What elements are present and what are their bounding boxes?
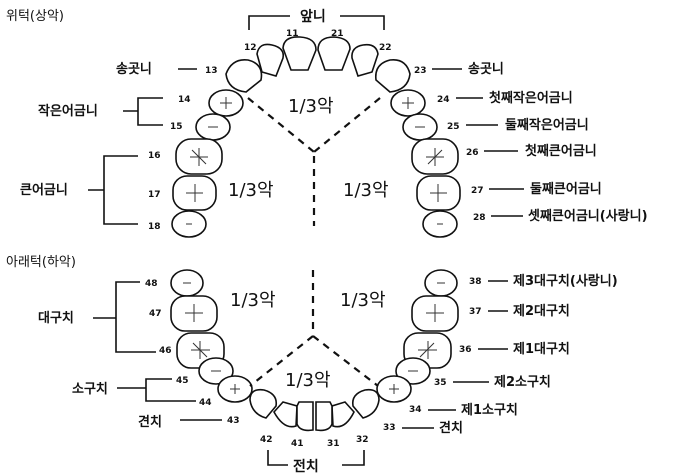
upper-front-bracket <box>248 15 385 30</box>
lower-third-label-right: 1/3악 <box>340 290 386 311</box>
tooth-number-41: 41 <box>291 439 304 449</box>
lower-jaw: 아래턱(하악) <box>6 255 618 475</box>
tooth-11 <box>282 36 317 71</box>
tooth-number-22: 22 <box>379 43 392 53</box>
label-first-premolar: 첫째작은어금니 <box>489 90 573 106</box>
tooth-number-24: 24 <box>437 95 450 105</box>
label-canine-lower-left: 견치 <box>439 420 463 436</box>
tooth-23 <box>374 58 411 93</box>
label-premolar: 소구치 <box>72 381 108 397</box>
label-second-premolar: 둘째작은어금니 <box>505 117 589 133</box>
tooth-number-11: 11 <box>286 29 299 39</box>
bracket-small-molar <box>123 97 163 126</box>
upper-jaw-title: 위턱(상악) <box>6 9 64 24</box>
lower-front-bracket <box>267 450 365 466</box>
label-m3: 제3대구치(사랑니) <box>513 273 618 289</box>
tooth-number-45: 45 <box>176 376 189 386</box>
tooth-number-27: 27 <box>471 186 484 196</box>
tooth-number-33: 33 <box>383 423 396 433</box>
tooth-42 <box>273 401 298 428</box>
upper-division-line-left <box>247 97 315 153</box>
tooth-number-47: 47 <box>149 309 162 319</box>
tooth-number-35: 35 <box>434 378 447 388</box>
upper-jaw: 위턱(상악) <box>6 9 648 238</box>
tooth-number-17: 17 <box>148 190 161 200</box>
label-canine-lower-right: 견치 <box>138 414 162 430</box>
tooth-number-31: 31 <box>327 439 340 449</box>
tooth-number-13: 13 <box>205 66 218 76</box>
tooth-21 <box>317 36 351 71</box>
lower-division-line-right <box>312 335 379 387</box>
tooth-number-21: 21 <box>331 29 344 39</box>
label-m2: 제2대구치 <box>513 303 570 319</box>
label-first-molar: 첫째큰어금니 <box>525 143 597 159</box>
lower-jaw-title: 아래턱(하악) <box>6 255 76 270</box>
label-third-molar: 셋째큰어금니(사랑니) <box>528 208 648 224</box>
tooth-32 <box>331 401 355 428</box>
upper-tooth-grooves <box>186 97 447 225</box>
upper-third-label-right: 1/3악 <box>343 180 389 201</box>
lower-third-label-front: 1/3악 <box>285 370 331 391</box>
tooth-43 <box>249 388 278 419</box>
label-small-molar: 작은어금니 <box>38 103 98 119</box>
label-pm1: 제1소구치 <box>461 402 518 418</box>
tooth-number-16: 16 <box>148 151 161 161</box>
tooth-number-18: 18 <box>148 222 161 232</box>
tooth-number-46: 46 <box>159 346 172 356</box>
tooth-12 <box>256 43 285 77</box>
upper-front-label: 앞니 <box>300 9 326 25</box>
tooth-number-23: 23 <box>414 66 427 76</box>
tooth-number-32: 32 <box>356 435 369 445</box>
tooth-number-36: 36 <box>459 345 472 355</box>
tooth-31 <box>315 401 333 432</box>
bracket-large-molar <box>88 155 138 225</box>
tooth-number-12: 12 <box>244 43 257 53</box>
tooth-number-43: 43 <box>227 416 240 426</box>
tooth-number-44: 44 <box>199 398 212 408</box>
upper-third-label-left: 1/3악 <box>228 180 274 201</box>
tooth-41 <box>296 401 314 432</box>
bracket-molar <box>93 281 156 353</box>
tooth-number-38: 38 <box>469 277 482 287</box>
label-second-molar: 둘째큰어금니 <box>530 181 602 197</box>
tooth-number-14: 14 <box>178 95 191 105</box>
tooth-22 <box>351 43 379 77</box>
tooth-33 <box>351 388 380 419</box>
tooth-number-25: 25 <box>447 122 460 132</box>
lower-division-line-left <box>249 335 314 387</box>
lower-tooth-grooves <box>183 282 445 394</box>
lower-third-label-left: 1/3악 <box>230 290 276 311</box>
label-pm2: 제2소구치 <box>494 374 551 390</box>
tooth-number-15: 15 <box>170 122 183 132</box>
lower-front-label: 전치 <box>293 458 319 475</box>
bracket-premolar <box>117 378 196 402</box>
label-molar: 대구치 <box>38 310 74 326</box>
label-canine-upper-left: 송곳니 <box>468 62 504 77</box>
tooth-number-28: 28 <box>473 213 486 223</box>
tooth-number-42: 42 <box>260 435 273 445</box>
label-m1: 제1대구치 <box>513 341 570 357</box>
upper-division-line-right <box>313 97 381 153</box>
tooth-number-26: 26 <box>466 148 479 158</box>
tooth-13 <box>225 58 263 93</box>
label-large-molar: 큰어금니 <box>20 182 68 198</box>
upper-third-label-front: 1/3악 <box>288 96 334 117</box>
tooth-number-34: 34 <box>409 405 422 415</box>
tooth-number-48: 48 <box>145 279 158 289</box>
tooth-number-37: 37 <box>469 307 482 317</box>
label-canine-upper-right: 송곳니 <box>116 62 152 77</box>
